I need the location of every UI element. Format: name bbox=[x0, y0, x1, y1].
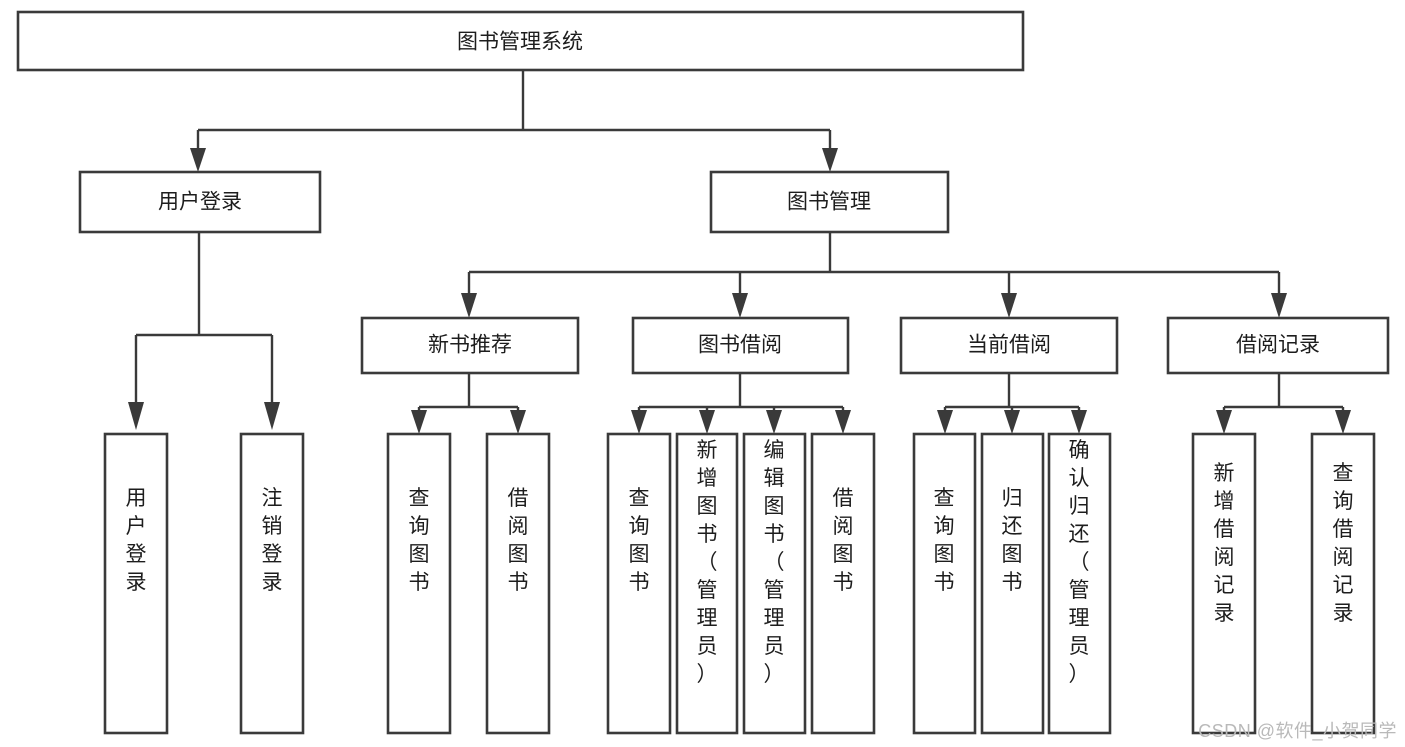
leaf-user-login-logout[interactable]: 注销登录 bbox=[239, 432, 305, 735]
arrowhead-l3d bbox=[1271, 293, 1287, 318]
node-root-label: 图书管理系统 bbox=[457, 31, 583, 54]
node-new-book-recommend-box bbox=[360, 316, 580, 375]
node-current-borrow[interactable]: 当前借阅 bbox=[899, 316, 1119, 375]
leaf-borrow-query-book[interactable]: 查询图书 bbox=[606, 432, 672, 735]
leaf-record-add-record[interactable]: 新增借阅记录 bbox=[1191, 432, 1257, 735]
leaf-borrow-add-book-box bbox=[675, 432, 739, 735]
node-book-borrow-label: 图书借阅 bbox=[698, 334, 782, 357]
node-new-book-recommend-label: 新书推荐 bbox=[428, 334, 512, 357]
leaf-borrow-edit-book-label: 编辑图书（管理员） bbox=[764, 439, 785, 686]
node-borrow-record-label: 借阅记录 bbox=[1236, 334, 1320, 357]
leaf-current-confirm-return-label: 确认归还（管理员） bbox=[1069, 439, 1090, 686]
leaf-recommend-query-book-box bbox=[386, 432, 452, 735]
leaf-current-return-book[interactable]: 归还图书 bbox=[980, 432, 1045, 735]
leaf-record-query-record-box bbox=[1310, 432, 1376, 735]
leaf-recommend-query-book-label: 查询图书 bbox=[409, 487, 430, 594]
arrowhead-root-book bbox=[822, 148, 838, 172]
node-book-management-box bbox=[709, 170, 950, 234]
node-borrow-record[interactable]: 借阅记录 bbox=[1166, 316, 1390, 375]
leaf-current-return-book-box bbox=[980, 432, 1045, 735]
node-book-borrow-box bbox=[631, 316, 850, 375]
arrowhead-recommend-leaf2 bbox=[510, 410, 526, 434]
leaf-record-query-record-label: 查询借阅记录 bbox=[1333, 462, 1354, 625]
leaf-current-confirm-return[interactable]: 确认归还（管理员） bbox=[1047, 432, 1112, 735]
node-user-login-box bbox=[78, 170, 322, 234]
arrowhead-borrow-leaf4 bbox=[835, 410, 851, 434]
arrowhead-l3a bbox=[461, 293, 477, 318]
arrowhead-user-leaf2 bbox=[264, 402, 280, 430]
leaf-borrow-edit-book[interactable]: 编辑图书（管理员） bbox=[742, 432, 807, 735]
leaf-borrow-borrow-book-box bbox=[810, 432, 876, 735]
connector-layer bbox=[128, 70, 1351, 434]
arrowhead-root-user bbox=[190, 148, 206, 172]
arrowhead-borrow-leaf1 bbox=[631, 410, 647, 434]
leaf-user-login-logout-box bbox=[239, 432, 305, 735]
leaf-user-login-logout-label: 注销登录 bbox=[262, 487, 283, 594]
node-current-borrow-box bbox=[899, 316, 1119, 375]
node-new-book-recommend[interactable]: 新书推荐 bbox=[360, 316, 580, 375]
csdn-watermark: CSDN @软件_小贺同学 bbox=[1198, 721, 1397, 741]
leaf-recommend-borrow-book-box bbox=[485, 432, 551, 735]
arrowhead-l3c bbox=[1001, 293, 1017, 318]
leaf-borrow-borrow-book-label: 借阅图书 bbox=[833, 487, 854, 594]
leaf-borrow-borrow-book[interactable]: 借阅图书 bbox=[810, 432, 876, 735]
leaf-current-query-book-box bbox=[912, 432, 977, 735]
leaf-recommend-borrow-book-label: 借阅图书 bbox=[508, 487, 529, 594]
arrowhead-record-leaf2 bbox=[1335, 410, 1351, 434]
arrowhead-recommend-leaf1 bbox=[411, 410, 427, 434]
leaf-user-login-login-box bbox=[103, 432, 169, 735]
node-book-management[interactable]: 图书管理 bbox=[709, 170, 950, 234]
leaf-user-login-login[interactable]: 用户登录 bbox=[103, 432, 169, 735]
leaf-recommend-borrow-book[interactable]: 借阅图书 bbox=[485, 432, 551, 735]
arrowhead-current-leaf1 bbox=[937, 410, 953, 434]
leaf-record-add-record-label: 新增借阅记录 bbox=[1214, 462, 1235, 625]
leaf-borrow-edit-book-box bbox=[742, 432, 807, 735]
leaf-borrow-add-book[interactable]: 新增图书（管理员） bbox=[675, 432, 739, 735]
node-user-login-label: 用户登录 bbox=[158, 191, 242, 214]
leaf-current-query-book-label: 查询图书 bbox=[934, 487, 955, 594]
arrowhead-borrow-leaf3 bbox=[766, 410, 782, 434]
leaf-current-confirm-return-box bbox=[1047, 432, 1112, 735]
node-book-management-label: 图书管理 bbox=[787, 191, 871, 214]
arrowhead-record-leaf1 bbox=[1216, 410, 1232, 434]
leaf-borrow-query-book-box bbox=[606, 432, 672, 735]
leaf-current-return-book-label: 归还图书 bbox=[1002, 487, 1023, 594]
leaf-record-add-record-box bbox=[1191, 432, 1257, 735]
leaf-user-login-login-label: 用户登录 bbox=[126, 487, 147, 594]
leaf-borrow-query-book-label: 查询图书 bbox=[629, 487, 650, 594]
node-borrow-record-box bbox=[1166, 316, 1390, 375]
node-user-login[interactable]: 用户登录 bbox=[78, 170, 322, 234]
arrowhead-user-leaf1 bbox=[128, 402, 144, 430]
arrowhead-l3b bbox=[732, 293, 748, 318]
node-current-borrow-label: 当前借阅 bbox=[967, 334, 1051, 357]
node-book-borrow[interactable]: 图书借阅 bbox=[631, 316, 850, 375]
node-root-box bbox=[16, 10, 1025, 72]
leaf-borrow-add-book-label: 新增图书（管理员） bbox=[697, 439, 718, 686]
leaf-current-query-book[interactable]: 查询图书 bbox=[912, 432, 977, 735]
arrowhead-current-leaf2 bbox=[1004, 410, 1020, 434]
arrowhead-borrow-leaf2 bbox=[699, 410, 715, 434]
node-root-book-management-system[interactable]: 图书管理系统 bbox=[16, 10, 1025, 72]
arrowhead-current-leaf3 bbox=[1071, 410, 1087, 434]
leaf-recommend-query-book[interactable]: 查询图书 bbox=[386, 432, 452, 735]
leaf-record-query-record[interactable]: 查询借阅记录 bbox=[1310, 432, 1376, 735]
